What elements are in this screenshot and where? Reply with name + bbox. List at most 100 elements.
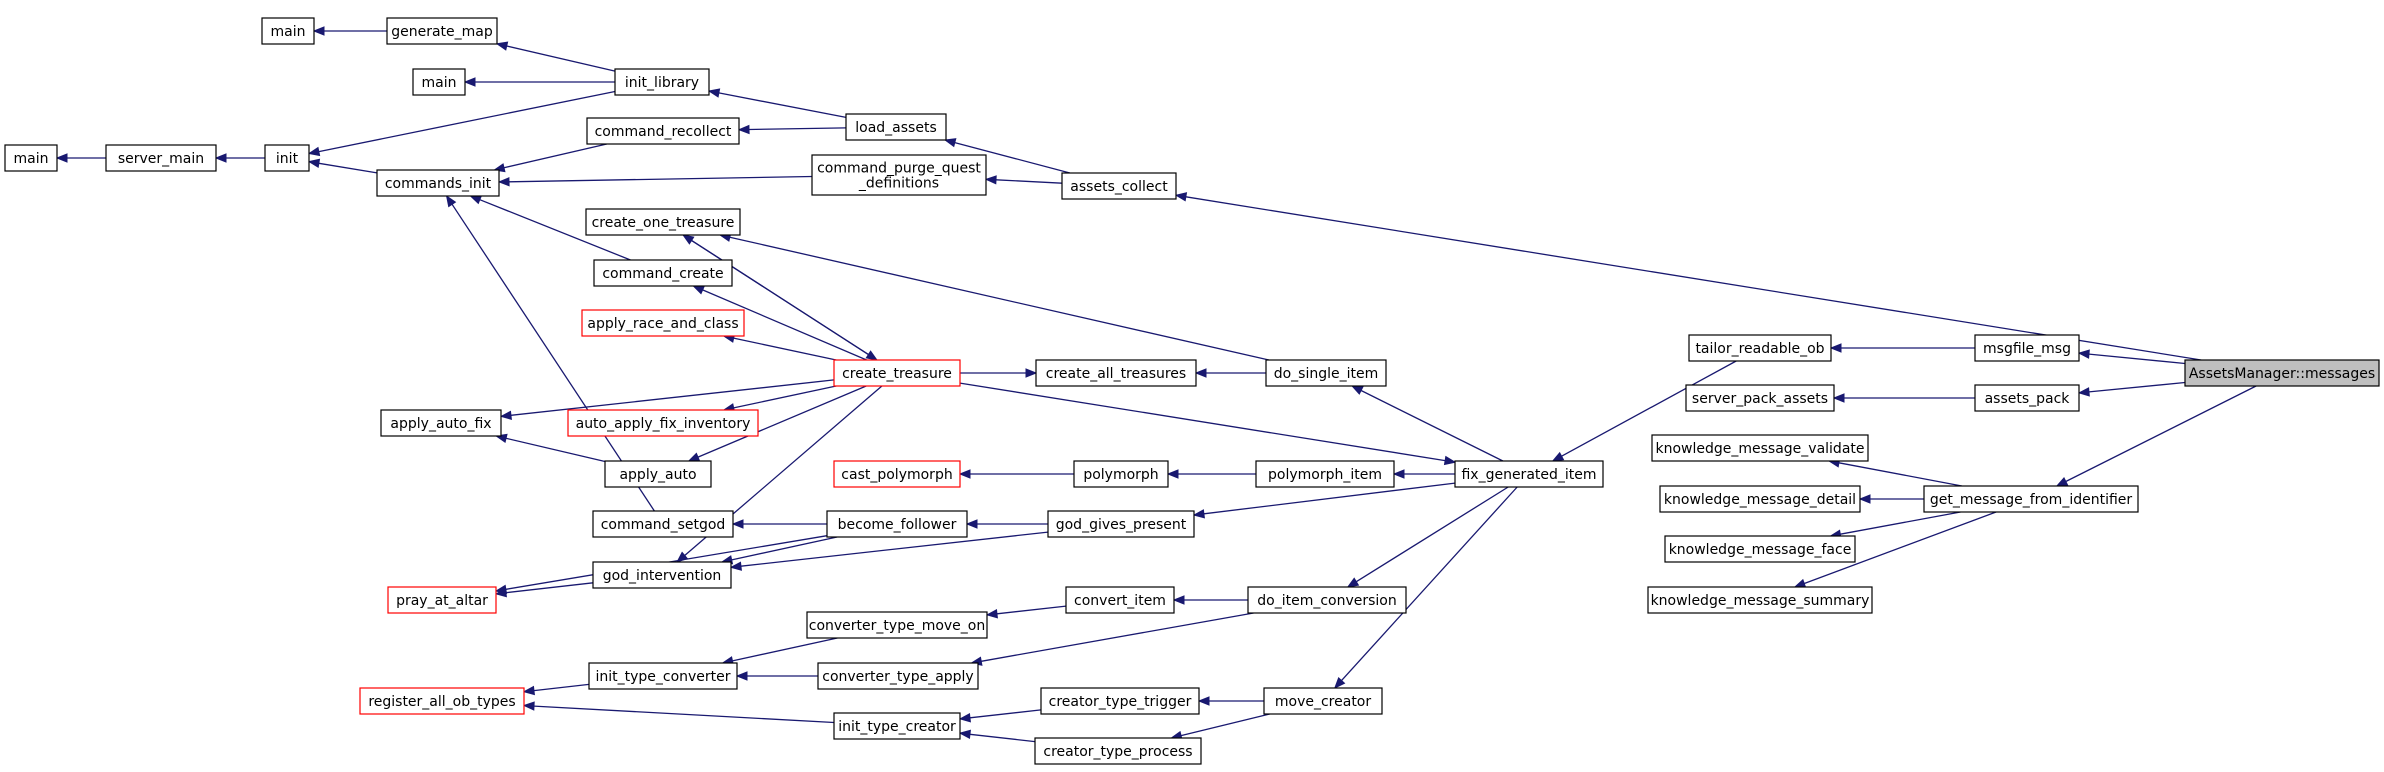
node-cast-polymorph[interactable]: cast_polymorph [833, 460, 961, 488]
arrowhead [729, 561, 742, 571]
node-assets-pack[interactable]: assets_pack [1974, 384, 2080, 412]
node-do-item-conversion[interactable]: do_item_conversion [1247, 586, 1407, 614]
edge-line [1203, 482, 1456, 515]
node-create-one-treasure[interactable]: create_one_treasure [585, 208, 741, 236]
node-label: fix_generated_item [1461, 467, 1596, 483]
edge-line [1185, 196, 2202, 361]
edge-fix-generated-item-to-create-treasure [959, 382, 1457, 466]
node-box [806, 611, 988, 639]
node-creator-type-process[interactable]: creator_type_process [1034, 737, 1202, 765]
arrowhead [1194, 368, 1207, 378]
node-server-pack-assets[interactable]: server_pack_assets [1685, 384, 1835, 412]
node-label: creator_type_process [1043, 744, 1192, 760]
node-box [1034, 737, 1202, 765]
node-move-creator[interactable]: move_creator [1263, 687, 1383, 715]
arrowhead [307, 146, 321, 157]
node-box [1047, 510, 1195, 538]
node-label: apply_auto_fix [390, 416, 491, 432]
node-init-library[interactable]: init_library [614, 68, 710, 96]
node-commands-init[interactable]: commands_init [376, 169, 500, 197]
node-fix-generated-item[interactable]: fix_generated_item [1454, 460, 1604, 488]
node-box [386, 17, 498, 45]
node-knowledge-message-summary[interactable]: knowledge_message_summary [1647, 586, 1873, 614]
node-box [588, 662, 738, 690]
arrowhead [687, 452, 701, 462]
node-msgfile-msg[interactable]: msgfile_msg [1974, 334, 2080, 362]
node-do-single-item[interactable]: do_single_item [1265, 359, 1387, 387]
node-pray-at-altar[interactable]: pray_at_altar [387, 586, 497, 614]
edge-get-message-from-identifier-to-assetsmanager-messages [2055, 385, 2257, 487]
edge-line [1180, 713, 1270, 737]
edge-main-to-init-library [463, 77, 615, 87]
node-apply-auto-fix[interactable]: apply_auto_fix [380, 409, 502, 437]
node-tailor-readable-ob[interactable]: tailor_readable_ob [1688, 334, 1832, 362]
node-assetsmanager-messages[interactable]: AssetsManager::messages [2184, 359, 2380, 387]
node-god-intervention[interactable]: god_intervention [592, 561, 732, 589]
node-polymorph-item[interactable]: polymorph_item [1255, 460, 1395, 488]
node-command-recollect[interactable]: command_recollect [586, 117, 740, 145]
edge-command-purge-quest-definitions-to-assets-collect [984, 175, 1063, 185]
node-command-purge-quest-definitions[interactable]: command_purge_quest_definitions [811, 154, 987, 196]
node-main[interactable]: main [4, 144, 58, 172]
node-init-type-converter[interactable]: init_type_converter [588, 662, 738, 690]
edge-line [1804, 511, 1997, 585]
arrowhead [958, 729, 971, 739]
edge-register-all-ob-types-to-init-type-converter [522, 683, 590, 696]
node-label: command_purge_quest [817, 161, 981, 177]
node-apply-race-and-class[interactable]: apply_race_and_class [581, 309, 745, 337]
node-server-main[interactable]: server_main [105, 144, 217, 172]
node-knowledge-message-validate[interactable]: knowledge_message_validate [1651, 434, 1869, 462]
node-command-create[interactable]: command_create [593, 259, 733, 287]
node-label: command_create [602, 266, 723, 282]
node-init-type-creator[interactable]: init_type_creator [833, 712, 961, 740]
edge-apply-auto-to-create-treasure [687, 385, 867, 462]
node-label: get_message_from_identifier [1930, 492, 2133, 508]
node-label: server_pack_assets [1692, 391, 1828, 407]
edge-line [318, 162, 378, 174]
node-label: AssetsManager::messages [2189, 366, 2375, 382]
node-god-gives-present[interactable]: god_gives_present [1047, 510, 1195, 538]
node-creator-type-trigger[interactable]: creator_type_trigger [1040, 687, 1200, 715]
edge-assets-collect-to-assetsmanager-messages [1174, 192, 2202, 361]
node-converter-type-apply[interactable]: converter_type_apply [817, 662, 979, 690]
node-converter-type-move-on[interactable]: converter_type_move_on [806, 611, 988, 639]
edge-line [718, 92, 847, 119]
node-init[interactable]: init [264, 144, 310, 172]
node-knowledge-message-face[interactable]: knowledge_message_face [1664, 535, 1856, 563]
node-box [1647, 586, 1873, 614]
node-register-all-ob-types[interactable]: register_all_ob_types [359, 687, 525, 715]
arrowhead [1858, 494, 1871, 504]
node-create-treasure[interactable]: create_treasure [833, 359, 961, 387]
node-become-follower[interactable]: become_follower [826, 510, 968, 538]
edge-move-creator-to-fix-generated-item [1333, 486, 1518, 689]
node-box [359, 687, 525, 715]
node-auto-apply-fix-inventory[interactable]: auto_apply_fix_inventory [567, 409, 759, 437]
node-knowledge-message-detail[interactable]: knowledge_message_detail [1659, 485, 1861, 513]
arrowhead [445, 194, 457, 208]
node-polymorph[interactable]: polymorph [1073, 460, 1169, 488]
node-main[interactable]: main [261, 17, 315, 45]
node-box [1974, 384, 2080, 412]
node-box [585, 208, 741, 236]
node-label: assets_pack [1985, 391, 2071, 407]
edge-command-setgod-to-become-follower [731, 519, 827, 529]
node-generate-map[interactable]: generate_map [386, 17, 498, 45]
node-convert-item[interactable]: convert_item [1065, 586, 1175, 614]
node-command-setgod[interactable]: command_setgod [592, 510, 734, 538]
edge-layer [55, 26, 2257, 743]
edge-line [732, 637, 838, 662]
edge-fix-generated-item-to-tailor-readable-ob [1551, 360, 1737, 462]
node-apply-auto[interactable]: apply_auto [604, 460, 712, 488]
node-create-all-treasures[interactable]: create_all_treasures [1035, 359, 1197, 387]
arrowhead [1025, 368, 1038, 378]
node-label: init [276, 151, 299, 167]
node-main[interactable]: main [412, 68, 466, 96]
node-get-message-from-identifier[interactable]: get_message_from_identifier [1923, 485, 2139, 513]
edge-polymorph-to-polymorph-item [1166, 469, 1256, 479]
node-assets-collect[interactable]: assets_collect [1061, 172, 1177, 200]
node-box [2184, 359, 2380, 387]
edge-line [748, 127, 847, 131]
arrowhead [214, 153, 227, 163]
node-load-assets[interactable]: load_assets [845, 113, 947, 141]
